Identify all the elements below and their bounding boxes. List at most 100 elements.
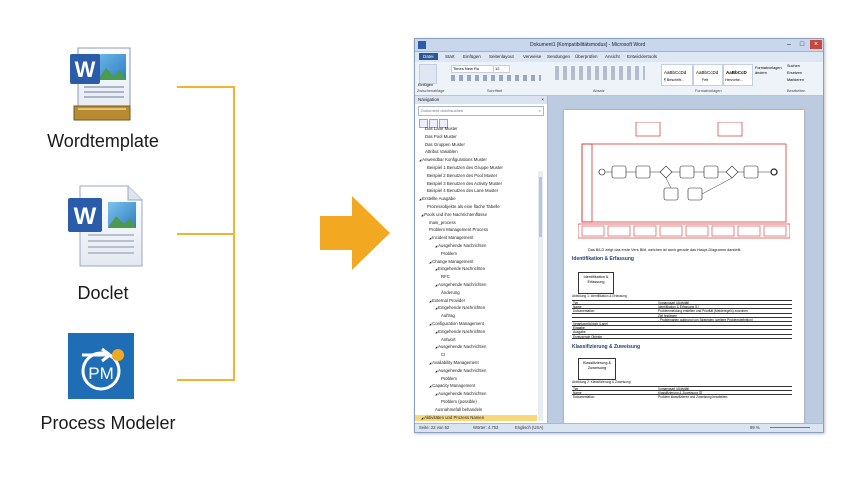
tab-ansicht[interactable]: Ansicht xyxy=(605,54,620,59)
ribbon: Einfügen Times New Ro 12 AaBbCcDd ¶ Besc… xyxy=(415,62,823,96)
nav-search-icon[interactable]: ⌕ xyxy=(538,108,541,113)
nav-close-icon[interactable]: × xyxy=(541,97,544,102)
style-1[interactable]: AaBbCcDd ¶ Beschrift... xyxy=(661,64,693,86)
zoom-slider[interactable] xyxy=(770,427,810,428)
expand-triangle-icon[interactable]: ◢ xyxy=(435,345,439,350)
nav-item[interactable]: Änderung xyxy=(415,290,537,296)
nav-item[interactable]: CI xyxy=(415,352,537,358)
expand-triangle-icon[interactable]: ◢ xyxy=(429,236,433,241)
style-2[interactable]: AaBbCcDd Fett xyxy=(693,64,723,86)
nav-item[interactable]: ◢ Erstellte Ausgabe xyxy=(415,196,537,202)
font-size-select[interactable]: 12 xyxy=(493,65,510,73)
navigation-search-input[interactable]: Dokument durchsuchen ⌕ xyxy=(418,106,544,116)
nav-item[interactable]: Problem xyxy=(415,251,537,257)
nav-item[interactable]: Das Lane Muster xyxy=(415,126,537,132)
change-styles-button[interactable]: Formatvorlagen ändern xyxy=(755,66,782,75)
close-icon[interactable]: × xyxy=(810,40,822,49)
nav-item[interactable]: Das Gruppen Muster xyxy=(415,142,537,148)
nav-item[interactable]: RFC xyxy=(415,274,537,280)
maximize-icon[interactable]: □ xyxy=(799,41,805,48)
nav-scroll-thumb[interactable] xyxy=(539,177,542,237)
nav-item[interactable]: ◢ Configuration Management xyxy=(415,321,537,327)
expand-triangle-icon[interactable]: ◢ xyxy=(429,322,433,326)
expand-triangle-icon[interactable]: ◢ xyxy=(429,361,433,365)
replace-button[interactable]: Ersetzen xyxy=(787,71,802,75)
expand-triangle-icon[interactable]: ◢ xyxy=(435,267,439,272)
nav-item[interactable]: ◢ Anwendbar Konfigurations Muster xyxy=(415,157,537,163)
nav-item[interactable]: Attribut Variablen xyxy=(415,149,537,155)
nav-pages-view-icon[interactable] xyxy=(429,119,438,128)
nav-item-label: main_process xyxy=(429,219,456,225)
style-1-sample: AaBbCcDd xyxy=(664,70,687,75)
tab-sendungen[interactable]: Sendungen xyxy=(547,54,571,59)
tab-start[interactable]: Start xyxy=(445,54,455,59)
nav-item[interactable]: ◢ Ausgehende Nachrichten xyxy=(415,368,537,374)
expand-triangle-icon[interactable]: ◢ xyxy=(435,368,439,373)
nav-item[interactable]: ◢ Ausgehende Nachrichten xyxy=(415,391,537,397)
nav-item[interactable]: ◢ Pools und ihre Nachrichtenflüsse xyxy=(415,212,537,218)
tab-datei[interactable]: Datei xyxy=(419,53,438,60)
tab-einfuegen[interactable]: Einfügen xyxy=(463,54,481,59)
nav-item[interactable]: ◢ Ausgehende Nachrichten xyxy=(415,282,537,288)
status-language[interactable]: Englisch (USA) xyxy=(515,425,544,430)
expand-triangle-icon[interactable]: ◢ xyxy=(421,212,425,217)
nav-item[interactable]: ◢ Eingehende Nachrichten xyxy=(415,305,537,311)
nav-item[interactable]: ◢ Ausgehende Nachrichten xyxy=(415,344,537,350)
expand-triangle-icon[interactable]: ◢ xyxy=(419,197,423,202)
nav-item[interactable]: ◢ Change Management xyxy=(415,259,537,265)
tab-ueberpruefen[interactable]: Überprüfen xyxy=(575,54,598,59)
nav-headings-view-icon[interactable] xyxy=(419,119,428,128)
expand-triangle-icon[interactable]: ◢ xyxy=(429,298,433,303)
nav-item[interactable]: Beispiel 4 Benutzen des Lane Muster xyxy=(415,188,537,194)
nav-item[interactable]: ◢ Aktivitäten und Prozess Namen xyxy=(415,414,537,421)
expand-triangle-icon[interactable]: ◢ xyxy=(435,283,439,287)
nav-item[interactable]: ◢ Incident Management xyxy=(415,235,537,241)
word-letter-2: W xyxy=(74,203,97,230)
document-page[interactable]: Das BILD zeigt das erste Vers Bild, welc… xyxy=(564,110,804,424)
nav-item[interactable]: Beispiel 1 Benutzen des Gruppe Muster xyxy=(415,165,537,171)
search-button[interactable]: Suchen xyxy=(787,64,800,68)
expand-triangle-icon[interactable]: ◢ xyxy=(419,158,423,163)
select-button[interactable]: Markieren xyxy=(787,78,804,82)
nav-item[interactable]: Problem xyxy=(415,376,537,382)
tab-seitenlayout[interactable]: Seitenlayout xyxy=(489,54,514,59)
table-cell-key: Erzeugende Objekte xyxy=(573,334,603,339)
table-cell-value: Vorgangsart (Aktivität) xyxy=(658,301,690,305)
style-3[interactable]: AaBbCcD Hervorhe... xyxy=(723,64,753,86)
nav-item[interactable]: Problem (possible) xyxy=(415,399,537,405)
nav-item[interactable]: Beispiel 3 Benutzen des Activity Muster xyxy=(415,181,537,187)
paste-button[interactable] xyxy=(419,64,437,84)
nav-item[interactable]: Antwort xyxy=(415,337,537,343)
nav-item[interactable]: ◢ External Provider xyxy=(415,298,537,304)
expand-triangle-icon[interactable]: ◢ xyxy=(429,384,433,389)
nav-item[interactable]: Auftrag xyxy=(415,313,537,319)
tab-entwicklertools[interactable]: Entwicklertools xyxy=(627,54,658,59)
nav-item[interactable]: main_process xyxy=(415,220,537,226)
font-select[interactable]: Times New Ro xyxy=(451,65,494,73)
font-format-buttons[interactable] xyxy=(451,75,541,81)
expand-triangle-icon[interactable]: ◢ xyxy=(435,329,439,334)
nav-item[interactable]: ◢ Capacity Management xyxy=(415,383,537,389)
expand-triangle-icon[interactable]: ◢ xyxy=(435,244,439,248)
expand-triangle-icon[interactable]: ◢ xyxy=(435,306,439,311)
status-page[interactable]: Seite: 22 von 52 xyxy=(419,425,450,430)
expand-triangle-icon[interactable]: ◢ xyxy=(421,415,425,420)
minimize-icon[interactable]: – xyxy=(787,41,791,48)
nav-item[interactable]: ◢ Ausgehende Nachrichten xyxy=(415,243,537,249)
expand-triangle-icon[interactable]: ◢ xyxy=(429,259,433,264)
paragraph-buttons[interactable] xyxy=(555,66,645,80)
nav-item[interactable]: ◢ Availability Management xyxy=(415,360,537,366)
nav-item[interactable]: Beispiel 2 Benutzen des Pool Muster xyxy=(415,173,537,179)
nav-item[interactable]: Prozessobjekte als eine flache Tabelle xyxy=(415,204,537,210)
nav-item[interactable]: Ausnahmefall behandeln xyxy=(415,407,537,413)
expand-triangle-icon[interactable]: ◢ xyxy=(435,392,439,397)
table-cell-key: Ausgabe xyxy=(573,330,586,335)
nav-scrollbar[interactable] xyxy=(538,171,543,421)
nav-item[interactable]: Das Pool Muster xyxy=(415,134,537,140)
nav-item[interactable]: ◢ Eingehende Nachrichten xyxy=(415,266,537,272)
nav-item[interactable]: Problem Management Process xyxy=(415,227,537,233)
nav-item[interactable]: ◢ Eingehende Nachrichten xyxy=(415,329,537,335)
status-words[interactable]: Wörter: 4.753 xyxy=(473,425,499,430)
nav-results-view-icon[interactable] xyxy=(439,119,448,128)
tab-verweise[interactable]: Verweise xyxy=(523,54,542,59)
